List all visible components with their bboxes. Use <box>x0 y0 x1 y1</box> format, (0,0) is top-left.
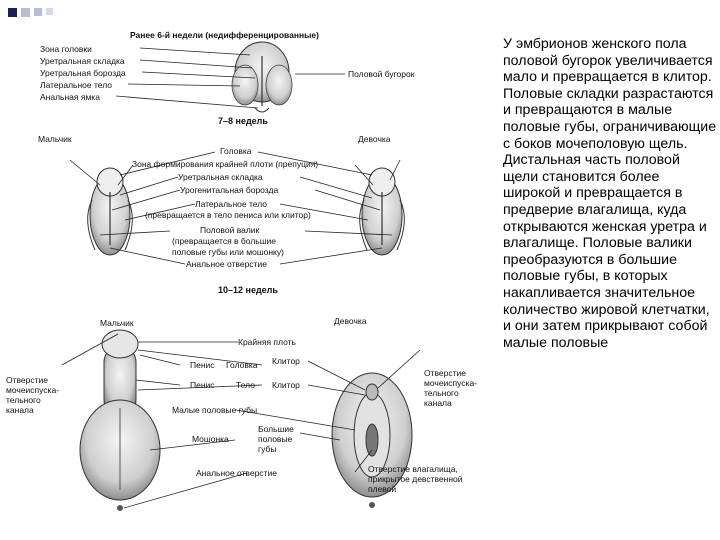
stage1-title: Ранее 6-й недели (недифференцированные) <box>130 30 319 40</box>
stage3-title: 10–12 недель <box>218 285 278 295</box>
stage2-label-7: (превращается в большие <box>172 236 276 246</box>
stage1-label-1: Уретральная складка <box>40 56 125 66</box>
stage3-clitoris-2: Клитор <box>272 380 300 390</box>
stage2-label-5: (превращается в тело пениса или клитор) <box>145 210 311 220</box>
stage3-labia-majora: Большие половые губы <box>258 424 294 454</box>
stage3-glans: Головка <box>226 360 258 370</box>
embryo-genital-development-figure: Ранее 6-й недели (недифференцированные) … <box>0 20 495 520</box>
stage2-label-6: Половой валик <box>200 225 259 235</box>
stage1-right-label: Половой бугорок <box>348 69 414 79</box>
stage2-label-4: Латеральное тело <box>195 199 267 209</box>
stage3-vagina: Отверстие влагалища, прикрытое девственн… <box>368 464 463 494</box>
stage2-label-0: Головка <box>220 146 252 156</box>
stage3-scrotum: Мошонка <box>192 434 229 444</box>
stage3-penis-2: Пенис <box>190 380 215 390</box>
slide-bullet-square-2 <box>21 8 30 17</box>
slide-bullet-square-3 <box>34 8 42 16</box>
stage3-penis: Пенис <box>190 360 215 370</box>
slide-bullet-square-1 <box>8 8 17 17</box>
stage2-girl-drawing <box>360 168 405 255</box>
stage1-leaders <box>116 48 345 108</box>
stage2-title: 7–8 недель <box>218 116 268 126</box>
stage2-boy-label: Мальчик <box>38 134 72 144</box>
slide-bullet-square-4 <box>46 8 53 15</box>
stage3-body: Тело <box>236 380 255 390</box>
stage3-girl-label: Девочка <box>334 316 367 326</box>
stage2-label-2: Уретральная складка <box>178 172 263 182</box>
stage3-left-canal: Отверстие мочеиспуска- тельного канала <box>6 375 59 415</box>
stage1-label-0: Зона головки <box>40 44 92 54</box>
stage3-clitoris-1: Клитор <box>272 356 300 366</box>
stage2-boy-drawing <box>88 168 133 255</box>
description-text-panel: У эмбрионов женского пола половой бугоро… <box>503 36 717 351</box>
stage2-label-8: половые губы или мошонку) <box>172 247 284 257</box>
stage3-boy-label: Мальчик <box>100 318 134 328</box>
description-paragraph: У эмбрионов женского пола половой бугоро… <box>503 36 717 351</box>
stage1-label-4: Анальная ямка <box>40 92 100 102</box>
stage2-label-1: Зона формирования крайней плоти (препуци… <box>132 159 318 169</box>
stage3-anus: Анальное отверстие <box>196 468 277 478</box>
stage1-label-2: Уретральная борозда <box>40 68 126 78</box>
stage3-foreskin: Крайняя плоть <box>238 337 296 347</box>
stage1-label-3: Латеральное тело <box>40 80 112 90</box>
stage2-girl-label: Девочка <box>358 134 391 144</box>
stage2-label-3: Урогенитальная борозда <box>180 185 278 195</box>
stage2-label-9: Анальное отверстие <box>186 259 267 269</box>
stage3-labia-minora: Малые половые губы <box>172 405 257 415</box>
stage3-right-canal: Отверстие мочеиспуска- тельного канала <box>424 368 477 408</box>
